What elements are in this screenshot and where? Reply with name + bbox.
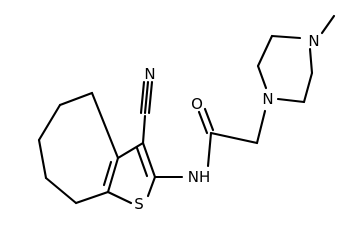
atom-label-nitrile-n: N: [144, 65, 155, 83]
bond-c8a-s: [106, 190, 133, 205]
bond-c4-c5: [58, 91, 94, 107]
bond-ch2-n1: [255, 109, 267, 145]
bond-n4-methyl: [320, 14, 336, 35]
bond-s-c2: [146, 175, 157, 198]
bond-co-o-a: [197, 110, 209, 135]
bond-cn-triple-c: [147, 80, 154, 115]
bond-c6p-n1: [256, 64, 268, 90]
bond-n4-c5p: [270, 34, 302, 40]
bond-c3a-c4: [90, 91, 120, 160]
bond-c2-c3: [141, 141, 157, 179]
bonds: [37, 14, 336, 205]
bond-c2-c3-inner: [135, 146, 149, 178]
bond-c3-c3a: [116, 141, 145, 160]
bond-c3p-n4: [308, 47, 314, 75]
bond-cn-triple-b: [143, 80, 150, 115]
bond-c5p-c6p: [256, 34, 274, 68]
atom-label-carbonyl-o: O: [191, 95, 203, 113]
atom-label-piperazine-n1: N: [262, 90, 273, 108]
atom-label-piperazine-n4: N: [308, 32, 319, 50]
bond-c2p-c3p: [302, 71, 314, 104]
atom-label-amide-nh: NH: [188, 168, 211, 186]
bond-c3a-c8a: [106, 156, 120, 194]
bond-cn-triple-a: [139, 80, 146, 115]
bond-co-ch2: [209, 131, 259, 145]
atom-label-thiophene-s: S: [134, 195, 144, 213]
bond-co-o-b: [203, 107, 215, 132]
chemical-structure-diagram: N NH O S N N: [37, 14, 336, 213]
bond-c3a-c8a-inner: [102, 160, 113, 187]
bond-c8-c8a: [74, 190, 110, 205]
bond-c5-c6: [37, 103, 62, 142]
atom-labels: N NH O S N N: [134, 32, 319, 213]
bond-c3-cn: [141, 114, 147, 145]
bond-n1-c2p: [276, 97, 306, 104]
bond-c7-c8: [44, 176, 78, 205]
bond-c6-c7: [37, 138, 48, 180]
bond-nh-co: [206, 131, 213, 168]
